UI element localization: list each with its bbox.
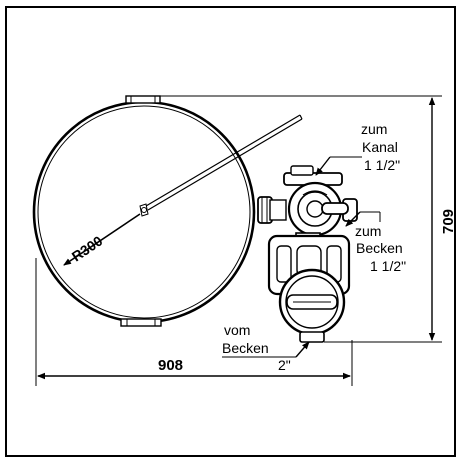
return-label-line1: zum bbox=[355, 223, 381, 239]
extension-lines bbox=[35, 95, 442, 386]
inlet-label-line3: 2" bbox=[278, 357, 291, 373]
radius-dimension: R300 bbox=[63, 213, 141, 266]
return-callout: zum Becken 1 1/2" bbox=[345, 211, 406, 274]
outlet-label-line2: Kanal bbox=[362, 139, 398, 155]
outlet-label-line1: zum bbox=[361, 121, 387, 137]
diagonal-rod bbox=[145, 114, 303, 211]
radius-label: R300 bbox=[69, 232, 106, 264]
filter-tank bbox=[32, 95, 256, 327]
drawing-border bbox=[5, 6, 456, 457]
width-label: 908 bbox=[158, 357, 183, 374]
width-dimension: 908 bbox=[37, 357, 351, 380]
outlet-callout: zum Kanal 1 1/2" bbox=[315, 121, 400, 176]
outlet-label-line3: 1 1/2" bbox=[364, 157, 400, 173]
return-label-line3: 1 1/2" bbox=[370, 258, 406, 274]
inlet-label-line2: Becken bbox=[222, 340, 269, 356]
inlet-callout: vom Becken 2" bbox=[222, 322, 310, 373]
return-label-line2: Becken bbox=[356, 240, 403, 256]
inlet-label-line1: vom bbox=[224, 322, 250, 338]
pump-assembly bbox=[257, 165, 358, 343]
height-label: 709 bbox=[440, 209, 457, 234]
height-dimension: 709 bbox=[428, 97, 457, 341]
